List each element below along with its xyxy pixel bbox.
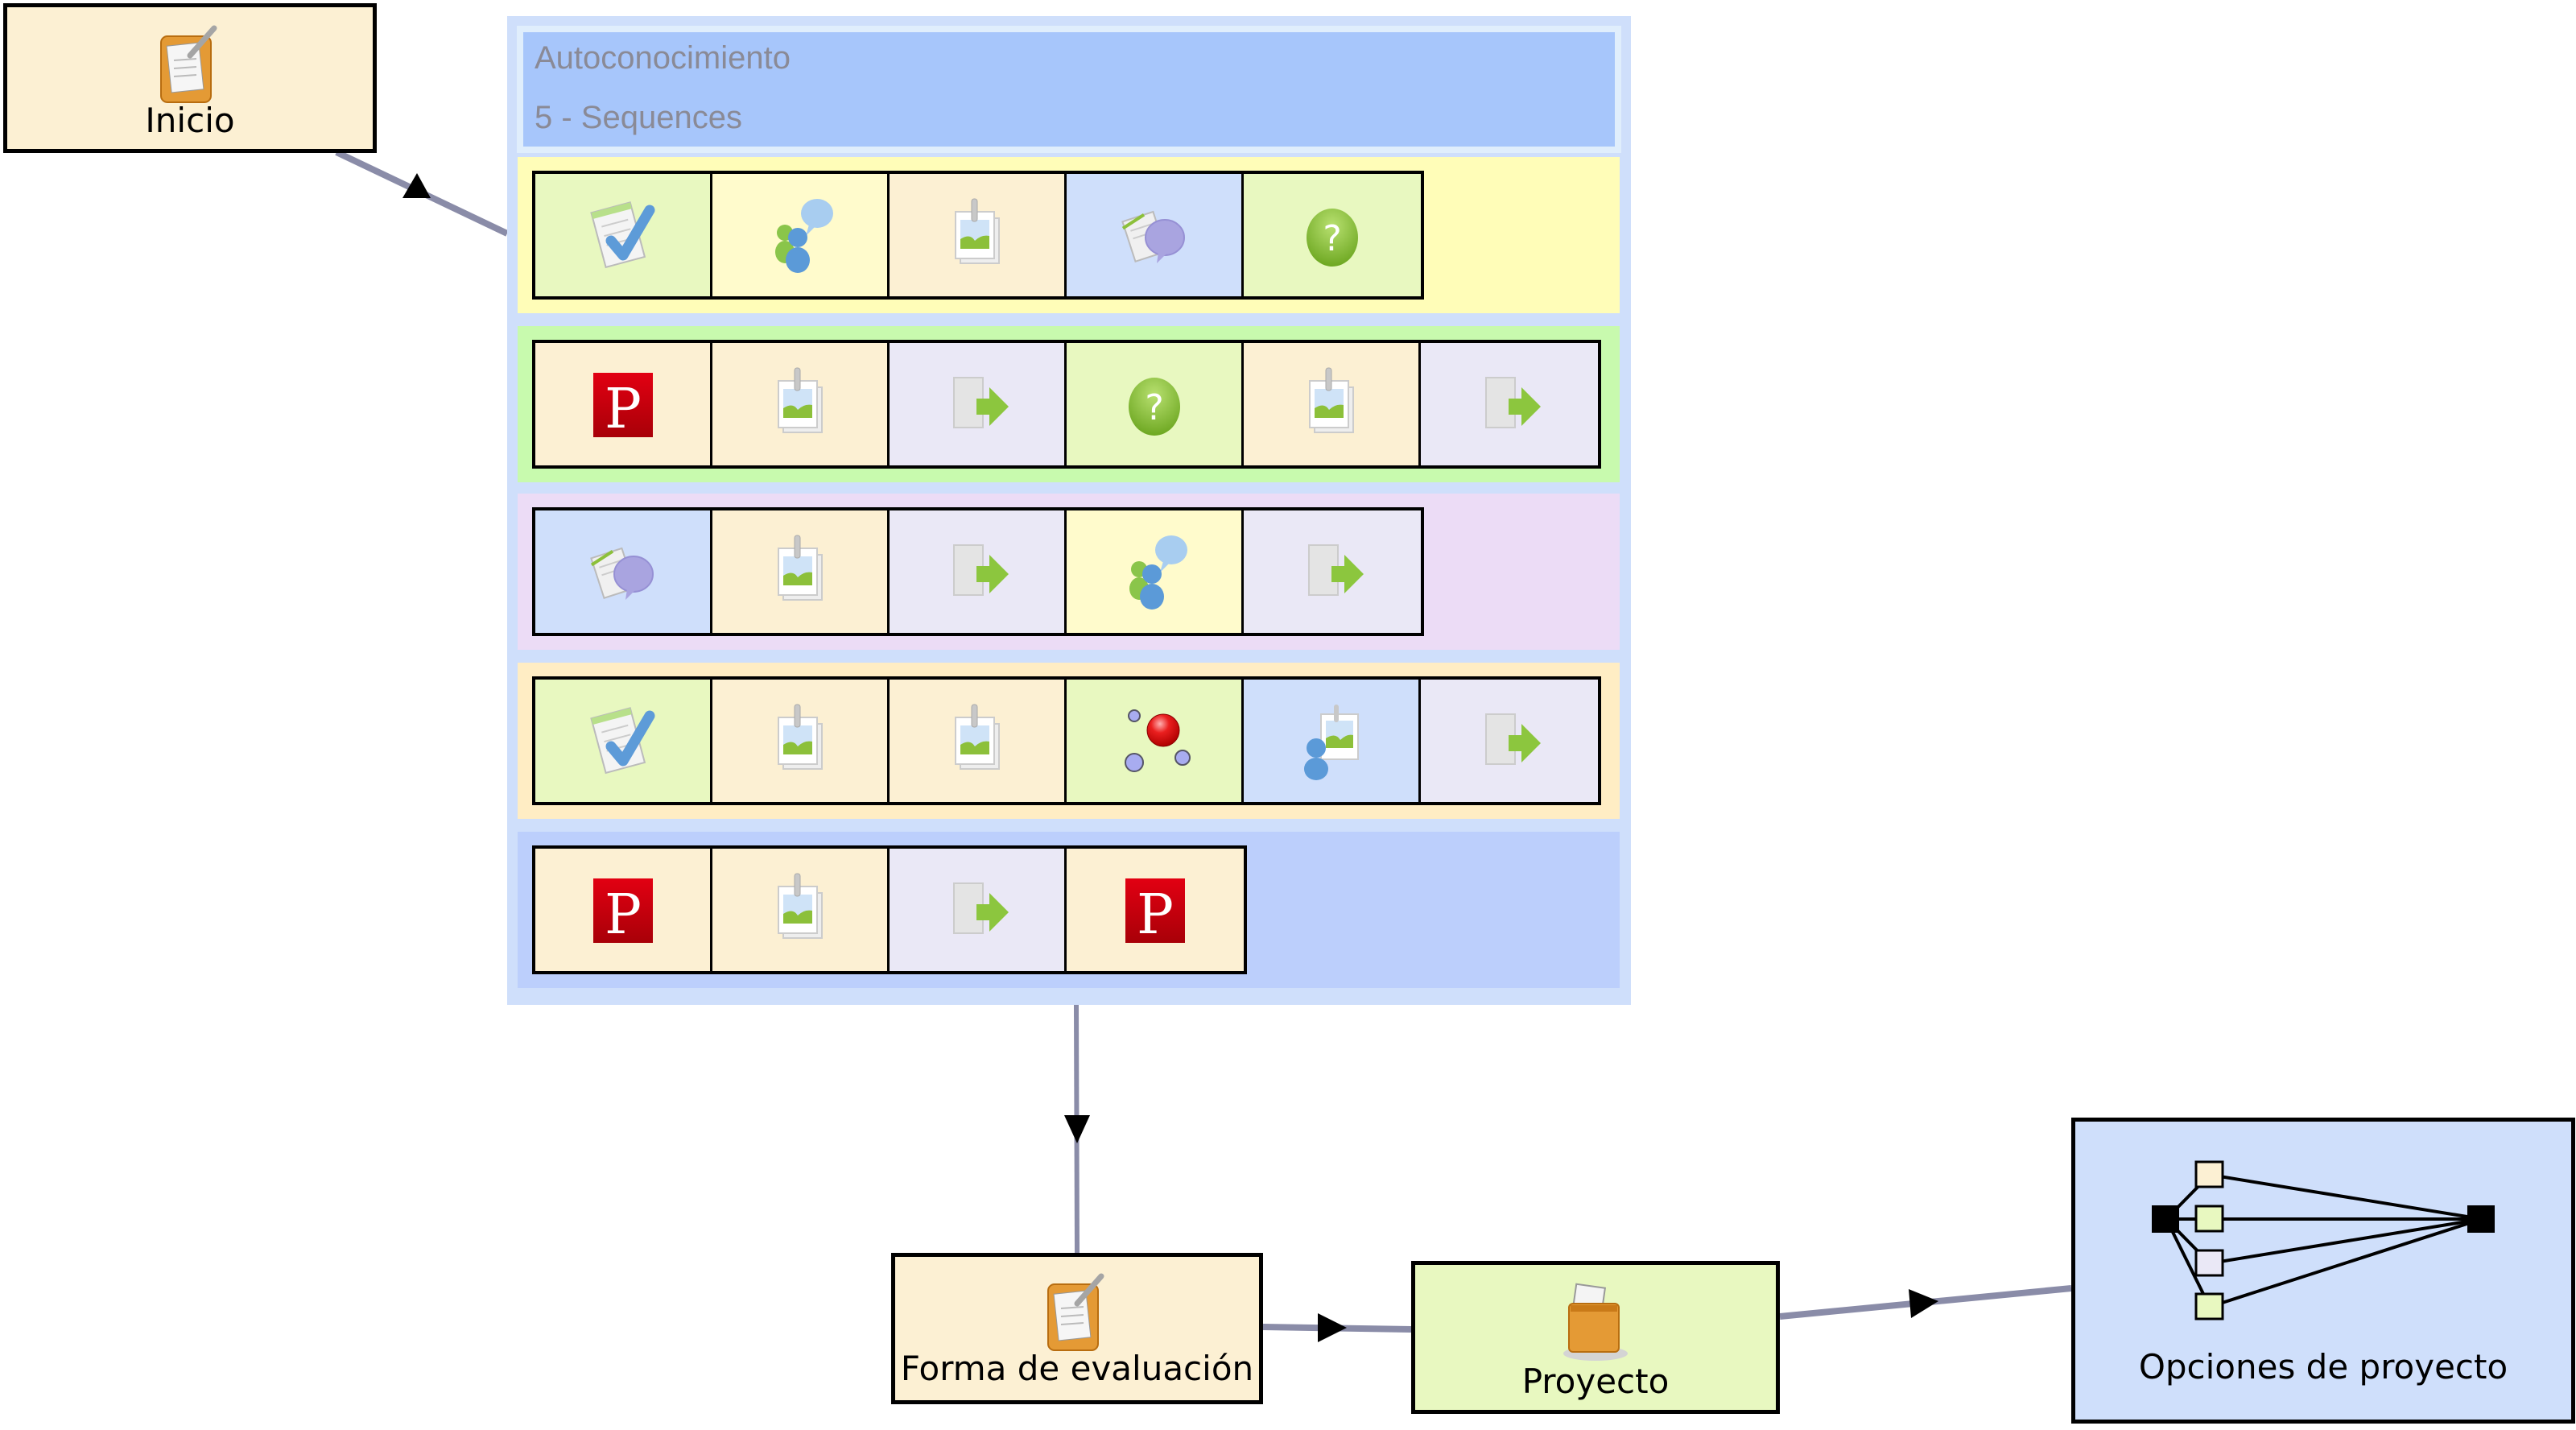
connector-proyecto-to-opciones[interactable] (1779, 1285, 2072, 1320)
page-forward-icon (952, 882, 1009, 934)
activity-cell[interactable] (890, 510, 1067, 633)
activity-cell[interactable] (1067, 680, 1244, 802)
page-forward-icon (952, 377, 1009, 428)
sequence-row-4 (518, 663, 1620, 819)
svg-text:?: ? (1323, 218, 1341, 259)
activity-cell[interactable] (1421, 680, 1598, 802)
submit-files-icon (1563, 1283, 1628, 1361)
molecule-mindmap-icon (1124, 709, 1191, 772)
activity-cell[interactable]: ? (1067, 343, 1244, 465)
activity-cell[interactable] (712, 849, 890, 971)
node-label: Proyecto (1521, 1362, 1670, 1401)
image-resource-icon (777, 367, 823, 433)
activity-node-proyecto[interactable]: Proyecto (1411, 1261, 1780, 1414)
image-resource-icon (777, 873, 823, 939)
node-label: Inicio (145, 101, 235, 140)
branch-option-2 (2194, 1205, 2224, 1233)
activity-cell[interactable] (712, 343, 890, 465)
page-forward-icon (1485, 713, 1541, 765)
activity-strip: ? (532, 171, 1424, 300)
activity-cell[interactable] (712, 680, 890, 802)
image-resource-icon (777, 535, 823, 601)
branch-end-marker (2467, 1205, 2495, 1233)
branch-option-1 (2194, 1160, 2224, 1188)
sequence-count: 5 - Sequences (535, 100, 742, 135)
activity-cell[interactable] (890, 174, 1067, 296)
activity-cell[interactable] (1244, 510, 1421, 633)
activity-strip: P? (532, 340, 1601, 469)
activity-strip (532, 676, 1601, 805)
branching-options-icon (2152, 1160, 2495, 1320)
image-resource-icon (777, 704, 823, 770)
page-forward-icon (1485, 377, 1541, 428)
image-resource-icon (954, 704, 1000, 770)
activity-cell[interactable] (890, 849, 1067, 971)
svg-text:P: P (605, 378, 642, 441)
activity-cell[interactable]: P (535, 849, 712, 971)
assessment-check-icon (589, 201, 654, 269)
activity-cell[interactable] (1421, 343, 1598, 465)
activity-cell[interactable] (1067, 174, 1244, 296)
activity-cell[interactable]: ? (1244, 174, 1421, 296)
svg-text:?: ? (1145, 387, 1163, 428)
sequence-row-3 (518, 494, 1620, 650)
forum-discussion-icon (1121, 210, 1185, 263)
activity-cell[interactable] (890, 343, 1067, 465)
sequence-header: Autoconocimiento 5 - Sequences (517, 26, 1621, 153)
activity-node-forma-de-evaluacion[interactable]: Forma de evaluación (891, 1253, 1263, 1404)
svg-text:P: P (605, 883, 642, 947)
user-image-icon (1303, 705, 1359, 780)
connector-sequence-to-forma[interactable] (1074, 1004, 1080, 1254)
page-forward-icon (1308, 544, 1364, 596)
activity-cell[interactable]: P (1067, 849, 1244, 971)
question-icon: ? (1128, 378, 1180, 436)
connector-inicio-to-sequence[interactable] (335, 149, 509, 237)
activity-cell[interactable] (712, 510, 890, 633)
clipboard-form-icon (1047, 1273, 1104, 1351)
branch-option-4 (2194, 1292, 2224, 1320)
branching-node-opciones-de-proyecto[interactable]: Opciones de proyecto (2071, 1118, 2575, 1424)
sequence-row-1: ? (518, 157, 1620, 313)
assessment-check-icon (589, 707, 654, 775)
connector-forma-to-proyecto[interactable] (1262, 1324, 1412, 1333)
chat-users-icon (1129, 535, 1187, 610)
image-resource-icon (954, 198, 1000, 264)
clipboard-form-icon (160, 25, 217, 103)
activity-cell[interactable] (1244, 343, 1421, 465)
arrowhead-sequence-to-forma (1064, 1115, 1090, 1143)
chat-users-icon (774, 199, 833, 273)
node-label: Forma de evaluación (900, 1349, 1254, 1388)
activity-cell[interactable] (1244, 680, 1421, 802)
pixlr-p-icon: P (592, 878, 653, 947)
activity-node-inicio[interactable]: Inicio (3, 3, 377, 153)
pixlr-p-icon: P (592, 373, 653, 441)
branch-option-3 (2194, 1249, 2224, 1277)
svg-text:P: P (1137, 883, 1174, 947)
activity-cell[interactable] (890, 680, 1067, 802)
sequence-row-2: P? (518, 326, 1620, 482)
activity-cell[interactable] (1067, 510, 1244, 633)
pixlr-p-icon: P (1125, 878, 1185, 947)
activity-cell[interactable] (535, 174, 712, 296)
forum-discussion-icon (589, 547, 654, 600)
sequence-title: Autoconocimiento (535, 40, 791, 76)
activity-cell[interactable]: P (535, 343, 712, 465)
activity-cell[interactable] (535, 680, 712, 802)
activity-cell[interactable] (535, 510, 712, 633)
arrowhead-inicio-to-sequence (402, 173, 431, 198)
page-forward-icon (952, 544, 1009, 596)
arrowhead-forma-to-proyecto (1318, 1313, 1347, 1342)
image-resource-icon (1308, 367, 1354, 433)
activity-cell[interactable] (712, 174, 890, 296)
arrowhead-proyecto-to-opciones (1909, 1289, 1938, 1318)
question-icon: ? (1307, 209, 1358, 267)
node-label: Opciones de proyecto (2138, 1347, 2508, 1387)
activity-strip (532, 507, 1424, 636)
branch-start-marker (2152, 1205, 2179, 1233)
